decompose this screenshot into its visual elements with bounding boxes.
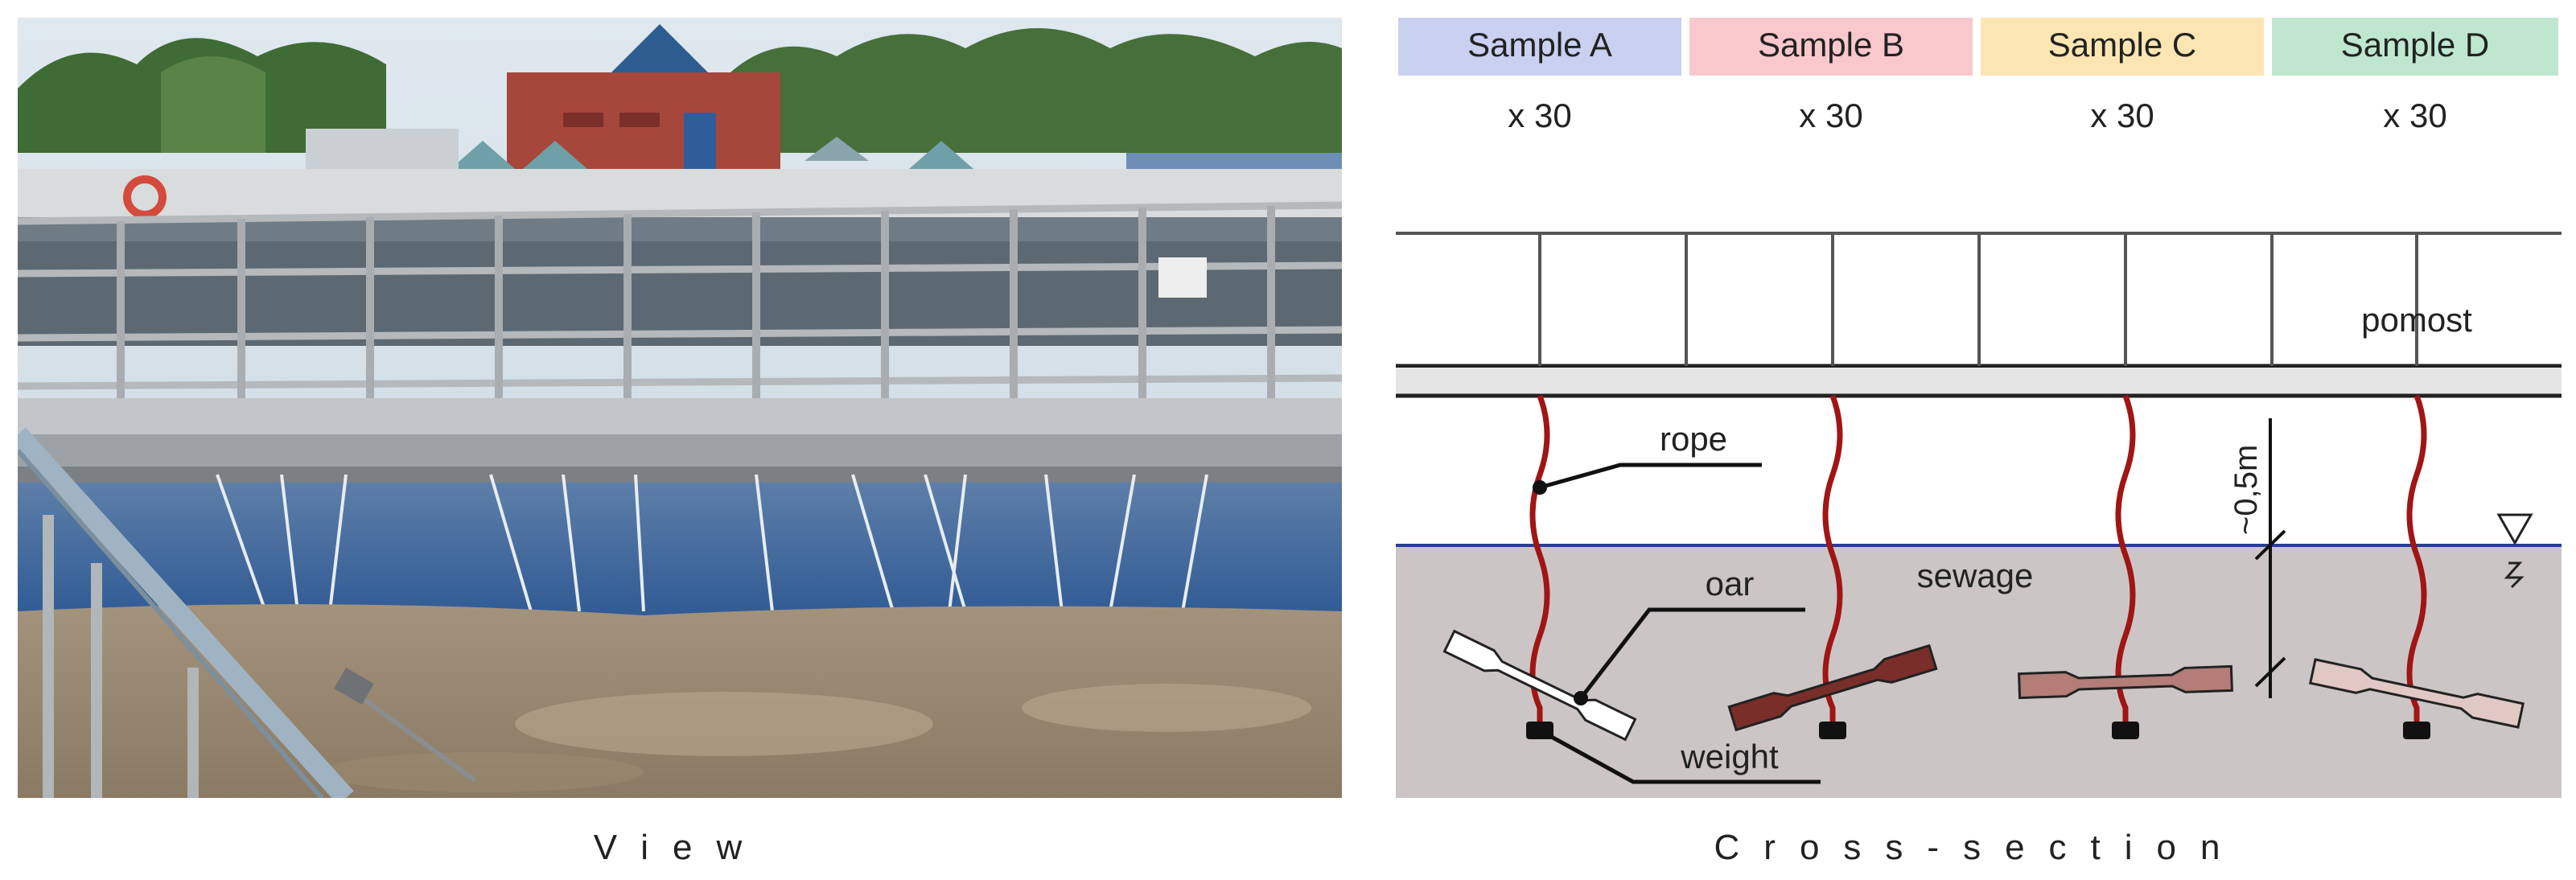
weight-c	[2112, 722, 2139, 739]
oar-b	[1727, 644, 1938, 732]
sample-b-count: x 30	[1799, 97, 1862, 134]
view-caption: View	[594, 828, 767, 867]
sample-a-box	[1398, 18, 1681, 76]
depth-label: ~0,5m	[2228, 445, 2264, 535]
ropes	[1529, 394, 2427, 728]
sample-b-box	[1689, 18, 1973, 76]
oar-pointer-dot	[1574, 691, 1588, 705]
sample-a-count: x 30	[1508, 97, 1571, 134]
cross-section-caption: Cross-section	[1714, 828, 2245, 867]
leader-lines	[1538, 463, 1821, 784]
depth-dimension	[2254, 418, 2286, 698]
sample-b-label: Sample B	[1758, 26, 1904, 64]
sample-c-label: Sample C	[2048, 26, 2196, 64]
sample-c-box	[1981, 18, 2264, 76]
oar-d	[2308, 658, 2525, 729]
pomost-label: pomost	[2361, 301, 2472, 339]
water-level-symbol	[2496, 513, 2533, 589]
oar-label: oar	[1706, 565, 1755, 602]
weights	[1526, 722, 2430, 739]
oar-a	[1442, 629, 1637, 742]
cross-section-diagram: Sample A Sample B Sample C Sample D x 30…	[1396, 18, 2562, 798]
weight-label: weight	[1680, 738, 1779, 775]
sample-d-label: Sample D	[2341, 26, 2489, 64]
weight-b	[1819, 722, 1846, 739]
rope-b	[1822, 394, 1843, 728]
sample-d-count: x 30	[2383, 97, 2446, 134]
oar-c	[2018, 664, 2233, 700]
sewage-label: sewage	[1917, 557, 2034, 594]
weight-d	[2403, 722, 2430, 739]
rope-label: rope	[1660, 420, 1727, 458]
view-photo	[18, 18, 1342, 798]
sample-d-box	[2272, 18, 2558, 76]
rope-a	[1529, 394, 1550, 728]
platform	[1396, 232, 2562, 398]
rope-c	[2115, 394, 2136, 728]
rope-d	[2406, 394, 2427, 728]
sample-c-count: x 30	[2090, 97, 2154, 134]
sample-a-label: Sample A	[1467, 26, 1612, 64]
rope-pointer-dot	[1533, 480, 1547, 495]
